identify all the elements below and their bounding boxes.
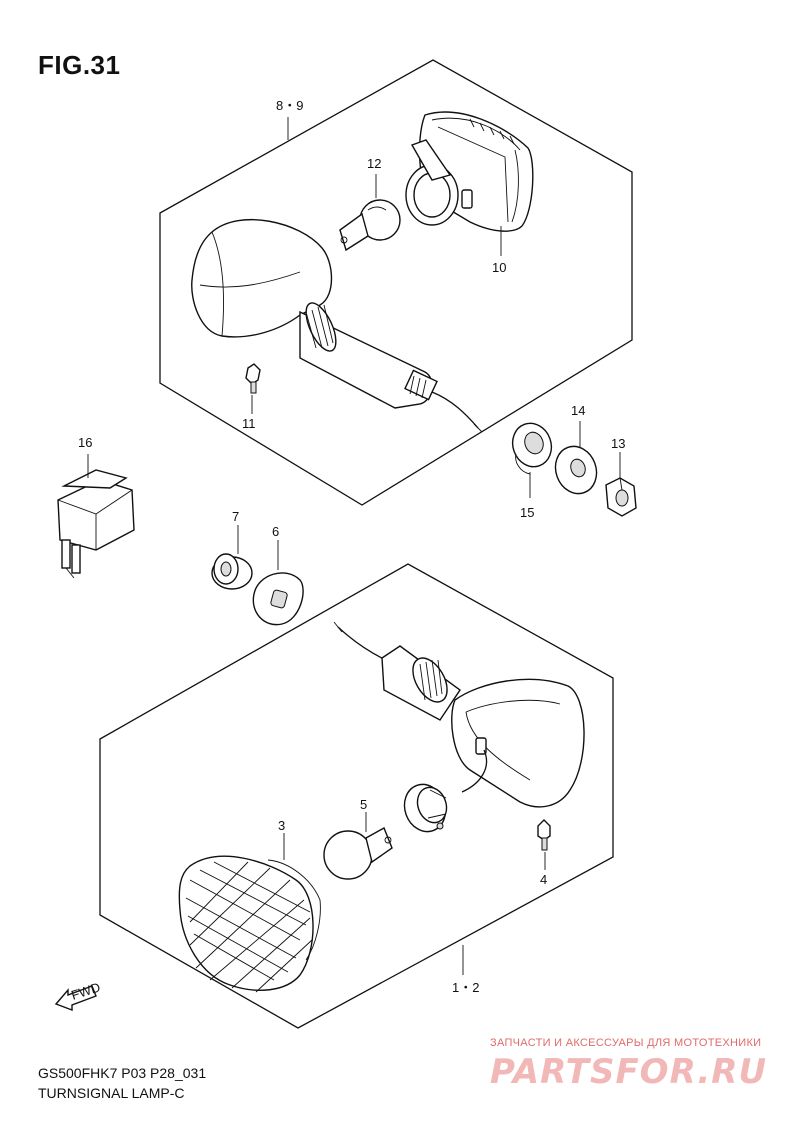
lens-pattern xyxy=(185,861,313,993)
lower-assembly-frame xyxy=(99,563,614,1029)
drawing-code: GS500FHK7 P03 P28_031 xyxy=(38,1065,207,1081)
callout-1-2: 1・2 xyxy=(452,980,479,995)
bulb-lower xyxy=(323,827,393,880)
threaded-end xyxy=(404,369,438,401)
screw-11 xyxy=(245,363,261,394)
upper-assembly-frame xyxy=(159,59,633,506)
callout-8-9: 8・9 xyxy=(276,98,303,113)
turn-signal-housing-front xyxy=(333,621,585,808)
figure-title: FIG.31 xyxy=(38,50,121,80)
callout-4: 4 xyxy=(540,872,547,887)
callout-16: 16 xyxy=(78,435,92,450)
washer-14 xyxy=(554,445,598,495)
screw-4 xyxy=(537,819,551,851)
bulb-socket-lower xyxy=(403,783,448,833)
callout-15: 15 xyxy=(520,505,534,520)
bulb-socket-upper xyxy=(405,139,473,226)
stem-grommet xyxy=(305,302,337,352)
fwd-arrow-icon: FWD xyxy=(54,979,102,1012)
damper-15 xyxy=(511,422,553,475)
callout-12: 12 xyxy=(367,156,381,171)
stem-grommet-front xyxy=(412,657,448,703)
bushing-7 xyxy=(211,553,253,590)
callout-7: 7 xyxy=(232,509,239,524)
callout-14: 14 xyxy=(571,403,585,418)
callout-11: 11 xyxy=(242,416,256,431)
callout-3: 3 xyxy=(278,818,285,833)
damper-6 xyxy=(252,572,304,626)
lens-lower xyxy=(178,855,321,993)
callout-5: 5 xyxy=(360,797,367,812)
nut-13 xyxy=(605,477,637,517)
bulb-upper xyxy=(339,199,401,252)
callout-10: 10 xyxy=(492,260,506,275)
drawing-caption: TURNSIGNAL LAMP-C xyxy=(38,1085,185,1101)
watermark-logo: PARTSFOR.RU xyxy=(490,1052,768,1092)
relay-16 xyxy=(57,469,135,579)
watermark-tagline: ЗАПЧАСТИ И АКСЕССУАРЫ ДЛЯ МОТОТЕХНИКИ xyxy=(490,1037,762,1049)
callout-6: 6 xyxy=(272,524,279,539)
turn-signal-housing-rear xyxy=(191,219,483,433)
callout-13: 13 xyxy=(611,436,625,451)
